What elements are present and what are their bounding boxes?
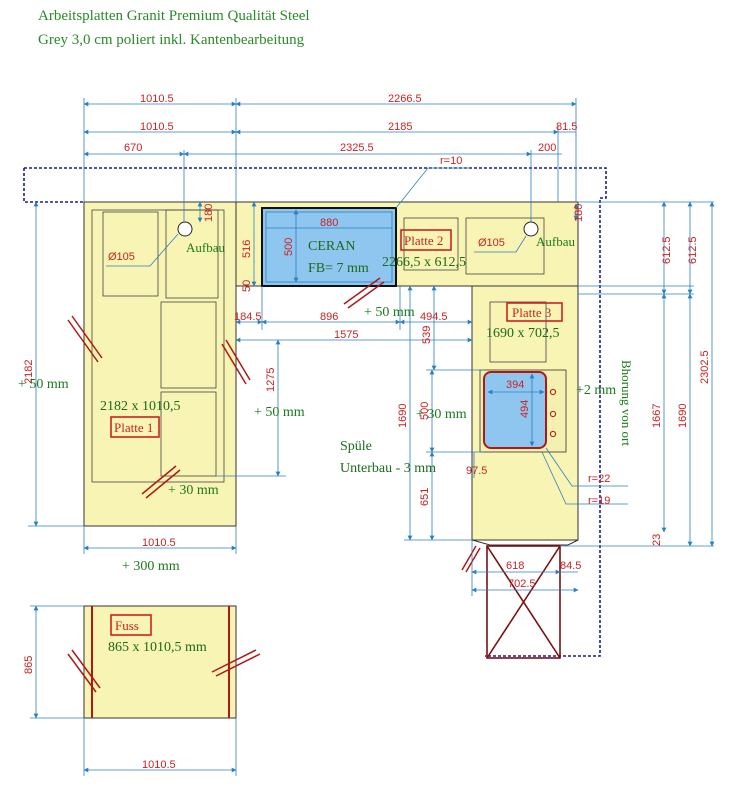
label-plus300: + 300 mm	[122, 559, 180, 574]
dim-r19: r=19	[588, 495, 610, 507]
dim-right612b: 612.5	[687, 236, 699, 264]
dim-h184: 184.5	[234, 311, 262, 323]
dim-top-81: 81.5	[556, 121, 577, 133]
label-platte1-size: 2182 x 1010,5	[100, 399, 181, 414]
dim-bot618: 618	[506, 560, 524, 572]
label-unterbau: Unterbau - 3 mm	[340, 461, 436, 476]
dim-v500: 500	[283, 238, 295, 256]
label-plus2: +2 mm	[576, 383, 616, 398]
tap-hole-left	[177, 221, 193, 237]
dim-v516: 516	[241, 240, 253, 258]
platte2-box	[400, 229, 452, 251]
label-aufbau-left: Aufbau	[186, 240, 225, 255]
dim-right1690: 1690	[677, 404, 689, 428]
dim-h896: 896	[320, 311, 338, 323]
label-fuss: Fuss	[115, 618, 139, 633]
label-aufbau-right: Aufbau	[536, 234, 575, 249]
dim-right612a: 612.5	[661, 236, 673, 264]
dim-top-670: 670	[124, 142, 142, 154]
dim-h1575: 1575	[334, 329, 358, 341]
platte3-box	[506, 302, 563, 322]
appliance-box	[486, 545, 561, 659]
label-plus30-bottom: + 30 mm	[168, 483, 219, 498]
dim-sink494: 494	[519, 400, 531, 418]
dim-bot702: 702.5	[508, 578, 536, 590]
dim-v1690-mid: 1690	[397, 404, 409, 428]
header-line-2: Grey 3,0 cm poliert inkl. Kantenbearbeit…	[38, 32, 305, 48]
dim-v651: 651	[419, 488, 431, 506]
dim-v97: 97.5	[466, 465, 487, 477]
dim-v180-left: 180	[203, 204, 215, 222]
dim-fuss1010: 1010.5	[142, 759, 176, 771]
dim-v500-sink: 500	[419, 402, 431, 420]
labels: Aufbau Aufbau CERAN FB= 7 mm Platte 2 22…	[18, 229, 634, 655]
label-plus50-mid: + 50 mm	[254, 405, 305, 420]
dim-top-2266: 2266.5	[388, 93, 422, 105]
dim-r22: r=22	[588, 473, 610, 485]
dim-d105-left: Ø105	[108, 251, 135, 263]
dim-r10: r=10	[440, 155, 462, 167]
dim-h494: 494.5	[420, 311, 448, 323]
dim-top-1010-a: 1010.5	[140, 93, 174, 105]
dim-v180-right: 180	[573, 204, 585, 222]
dim-right2302: 2302.5	[699, 350, 711, 384]
platte1-box	[110, 416, 160, 438]
wall-outline	[23, 167, 607, 657]
dim-right1667: 1667	[651, 404, 663, 428]
header-line-1: Arbeitsplatten Granit Premium Qualität S…	[38, 8, 310, 24]
label-fuss-size: 865 x 1010,5 mm	[108, 640, 207, 655]
label-ceran: CERAN	[308, 239, 355, 254]
label-plus30-sink: + 30 mm	[416, 407, 467, 422]
dim-v1275: 1275	[265, 368, 277, 392]
dim-fuss865: 865	[23, 656, 35, 674]
dim-top-2185: 2185	[388, 121, 412, 133]
dimension-texts: 1010.5 2266.5 1010.5 2185 81.5 670 2325.…	[23, 93, 711, 771]
label-fb: FB= 7 mm	[308, 261, 369, 276]
slab-fuss	[83, 605, 237, 719]
fuss-box	[110, 614, 152, 636]
label-plus50-left: + 50 mm	[18, 377, 69, 392]
dim-top-1010-b: 1010.5	[140, 121, 174, 133]
label-plus50-top: + 50 mm	[364, 305, 415, 320]
dim-top-200: 200	[538, 142, 556, 154]
dim-v2182: 2182	[23, 360, 35, 384]
dimension-lines	[28, 98, 715, 776]
ceran-cooktop	[261, 207, 397, 287]
label-bohrung: Bhorung von ort	[619, 360, 634, 446]
label-platte1: Platte 1	[114, 420, 153, 435]
label-spuele: Spüle	[340, 439, 372, 454]
label-platte3: Platte 3	[512, 305, 551, 320]
dim-d105-right: Ø105	[478, 237, 505, 249]
edge-hatch-marks	[67, 277, 481, 693]
dim-bot1010: 1010.5	[142, 537, 176, 549]
dim-top-2325: 2325.5	[340, 142, 374, 154]
label-platte2-size: 2266,5 x 612,5	[382, 255, 466, 270]
label-platte3-size: 1690 x 702,5	[486, 326, 560, 341]
dim-v539: 539	[421, 326, 433, 344]
dim-c880: 880	[320, 217, 338, 229]
dim-v50: 50	[241, 280, 253, 292]
label-platte2: Platte 2	[404, 233, 443, 248]
dim-right23: 23	[651, 534, 663, 546]
dim-bot84: 84.5	[560, 560, 581, 572]
dim-sink394: 394	[506, 379, 524, 391]
